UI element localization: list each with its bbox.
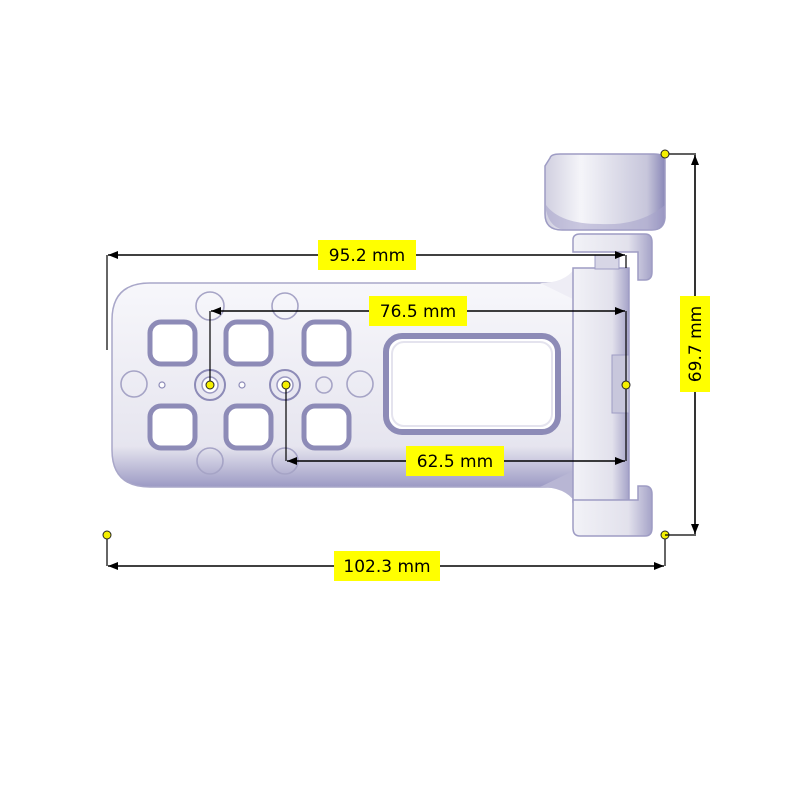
bracket-part: [111, 153, 666, 537]
cutout: [301, 403, 352, 451]
plate-flare-top: [540, 268, 575, 300]
cutout: [147, 319, 198, 367]
label-outer-holes-spacing: 76.5 mm: [369, 296, 467, 326]
svg-text:95.2 mm: 95.2 mm: [329, 246, 405, 266]
svg-text:76.5 mm: 76.5 mm: [380, 302, 456, 322]
cutout: [301, 319, 352, 367]
label-overall-height: 69.7 mm: [680, 296, 710, 392]
label-plate-width: 95.2 mm: [318, 240, 416, 270]
cutout: [223, 403, 274, 451]
cutout: [147, 403, 198, 451]
label-overall-width: 102.3 mm: [334, 551, 440, 581]
clamp-jaw-top: [572, 233, 653, 281]
endpoint-marker: [102, 530, 112, 540]
recess: [120, 370, 148, 398]
svg-text:102.3 mm: 102.3 mm: [343, 557, 430, 577]
knob: [544, 153, 666, 231]
recess: [346, 370, 374, 398]
square-cutouts: [147, 319, 352, 451]
svg-text:69.7 mm: 69.7 mm: [686, 306, 706, 382]
recess: [315, 376, 333, 394]
plate-flare-bottom: [540, 470, 575, 502]
endpoint-marker: [281, 380, 291, 390]
endpoint-marker: [205, 380, 215, 390]
recess: [196, 447, 224, 475]
pin-hole: [238, 381, 246, 389]
cutout: [223, 319, 274, 367]
endpoint-marker: [621, 380, 631, 390]
clamp-jaw-bottom: [572, 485, 653, 537]
label-inner-holes-spacing: 62.5 mm: [406, 446, 504, 476]
endpoint-marker: [660, 149, 670, 159]
dimension-annotations: 95.2 mm 76.5 mm 62.5 mm 102.3 mm 69.7 mm: [102, 149, 710, 581]
svg-text:62.5 mm: 62.5 mm: [417, 452, 493, 472]
recess: [271, 292, 299, 320]
pin-hole: [158, 381, 166, 389]
